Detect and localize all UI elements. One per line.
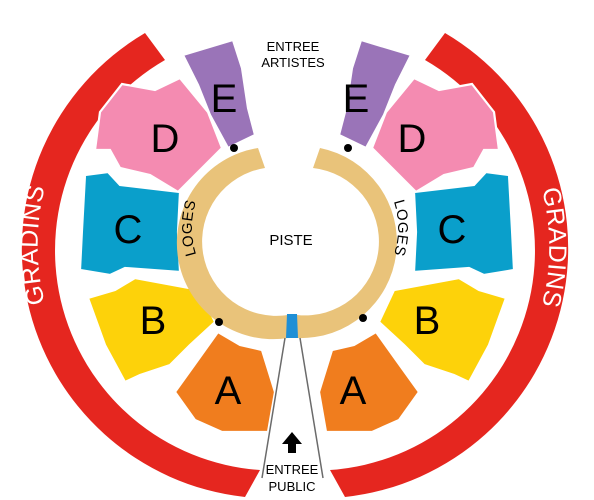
section-left-a[interactable] (173, 330, 277, 434)
entree-artistes-line1: ENTREE (267, 39, 320, 54)
section-right-a-label: A (340, 369, 367, 413)
gradins-left-band[interactable] (21, 33, 261, 497)
section-right-d[interactable] (370, 76, 501, 194)
gradins-right-band[interactable] (330, 33, 569, 497)
section-left-d-label: D (151, 117, 180, 161)
section-left-b[interactable] (86, 276, 217, 384)
section-left-e-label: E (211, 77, 238, 121)
section-left-d[interactable] (93, 76, 224, 194)
section-left-b-label: B (140, 299, 167, 343)
loges-right-label: LOGES (390, 198, 411, 258)
section-right-b[interactable] (377, 276, 508, 384)
section-right-c-label: C (438, 208, 467, 252)
section-right-e[interactable] (337, 38, 413, 150)
section-left-e[interactable] (181, 38, 257, 150)
loges-left[interactable] (176, 148, 288, 340)
section-right-a[interactable] (317, 330, 421, 434)
marker-dot (344, 144, 352, 152)
public-entrance-corridor (261, 337, 324, 479)
entree-artistes-line2: ARTISTES (261, 55, 325, 70)
section-right-d-label: D (398, 117, 427, 161)
loges-right[interactable] (297, 148, 397, 339)
public-aisle-marker (286, 314, 298, 338)
section-right-e-label: E (343, 77, 370, 121)
entree-public-line2: PUBLIC (269, 479, 316, 494)
marker-dot (230, 144, 238, 152)
loges-left-label: LOGES (179, 198, 200, 258)
svg-text:LOGES: LOGES (390, 198, 411, 258)
svg-text:LOGES: LOGES (179, 198, 200, 258)
marker-dot (359, 314, 367, 322)
section-right-c[interactable] (412, 170, 516, 277)
marker-dot (215, 318, 223, 326)
section-left-c[interactable] (78, 170, 182, 277)
section-left-a-label: A (215, 369, 242, 413)
section-left-c-label: C (114, 208, 143, 252)
entree-public-line1: ENTREE (266, 462, 319, 477)
arrow-up-icon (282, 432, 302, 453)
section-right-b-label: B (414, 299, 441, 343)
piste-label: PISTE (269, 232, 312, 249)
